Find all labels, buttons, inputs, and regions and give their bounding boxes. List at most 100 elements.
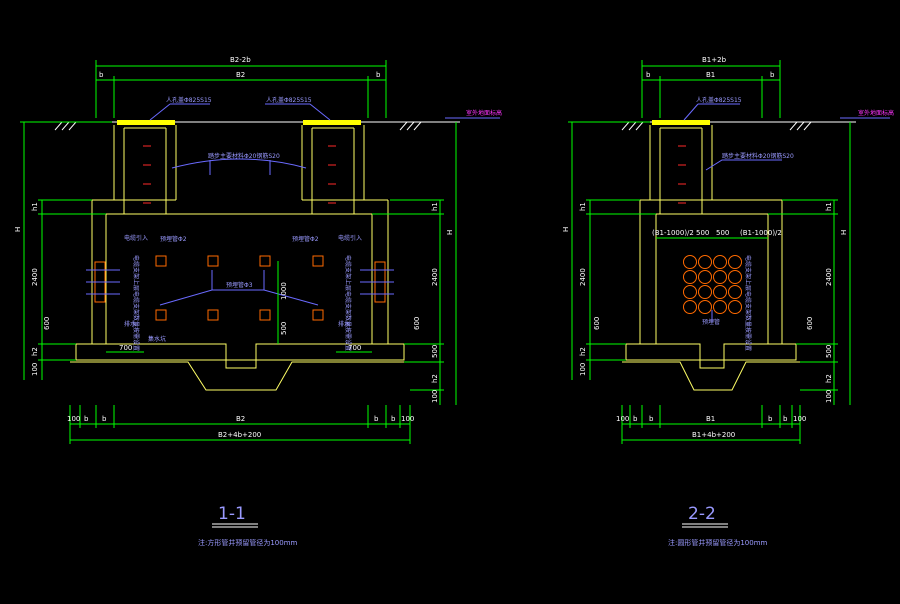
pipe-square <box>312 309 324 321</box>
dim-bottom-b-3: b <box>374 415 379 423</box>
cable-support-right <box>360 261 394 303</box>
ground-note-2: 室外地面标高 <box>858 109 894 117</box>
pipe-circle <box>713 300 727 314</box>
dim-ticks-2 <box>568 121 656 361</box>
dim-500-inner: 500 <box>280 322 288 335</box>
leader <box>309 103 331 121</box>
pipe-array-note: 预埋管 <box>702 318 720 326</box>
dim-ticks-bottom-2 <box>621 405 801 444</box>
dim-h2-2r: h2 <box>825 374 833 383</box>
dim-b2: B2 <box>236 71 245 79</box>
section-title-2-2: 2-2 <box>688 504 716 524</box>
dim-100-2: 100 <box>579 363 587 376</box>
dim-h1: h1 <box>31 202 39 211</box>
dim-bottom-b-1: b <box>84 415 89 423</box>
dim-100-2r: 100 <box>825 390 833 403</box>
pipe-circle <box>713 255 727 269</box>
bracket-left-note: 电缆支架上层电缆支架数量按需设置 <box>132 255 140 351</box>
dim-h: H <box>14 227 22 232</box>
manhole-cover-right <box>303 120 361 125</box>
pipe-center-note: 预埋管Φ3 <box>226 281 253 289</box>
pipe-circle <box>728 255 742 269</box>
drain-left-note: 排水 <box>124 320 136 328</box>
dim-h-2r: H <box>840 230 848 235</box>
dim-600: 600 <box>43 317 51 330</box>
dim-ticks-2r <box>768 199 838 391</box>
cable-right-note: 电缆引入 <box>338 234 362 242</box>
dim-ext-2 <box>641 60 781 118</box>
manhole-cover <box>652 120 710 125</box>
dim-b2-2b: B2-2b <box>230 56 251 64</box>
chamber-walls-2 <box>639 199 783 344</box>
pipe-circle <box>698 270 712 284</box>
dim-500-b: 500 <box>716 229 729 237</box>
dim-bottom-100-left-2: 100 <box>616 415 629 423</box>
dim-2400-2: 2400 <box>579 268 587 286</box>
shaft-right <box>301 125 365 214</box>
dim-bottom-b-4: b <box>391 415 396 423</box>
dim-h-right: H <box>446 230 454 235</box>
pipe-leader <box>159 270 319 306</box>
pipe-square <box>155 255 167 267</box>
dim-ticks <box>20 121 112 361</box>
pipe-right-note: 预埋管Φ2 <box>292 235 319 243</box>
dim-bottom-b-4-2: b <box>783 415 788 423</box>
dim-b1: B1 <box>706 71 715 79</box>
drain-right-note: 排水 <box>338 320 350 328</box>
ladder-note-2: 踏步主要材料Φ20钢筋S20 <box>722 152 794 160</box>
leader <box>149 103 171 121</box>
soil-hatch-2 <box>621 121 812 131</box>
dim-bottom-b-3-2: b <box>768 415 773 423</box>
dim-2400-right: 2400 <box>431 268 439 286</box>
ladder-left <box>143 145 151 204</box>
dim-100-right: 100 <box>431 390 439 403</box>
pipe-square <box>155 309 167 321</box>
pipe-circle <box>698 255 712 269</box>
section-subtitle-2-2: 注:圆形管井预留管径为100mm <box>668 538 768 547</box>
bracket-right-note: 电缆支架上层电缆支架数量按需设置 <box>344 255 352 351</box>
dim-500-2r: 500 <box>825 345 833 358</box>
shaft-2 <box>649 125 713 214</box>
chamber-floor <box>75 343 405 369</box>
section-1-1: B2-2b B2 b b 室外地面标高 人孔盖Φ825S15 人孔盖Φ825S1… <box>14 56 502 547</box>
sump-note: 集水坑 <box>148 335 166 343</box>
dim-500-right: 500 <box>431 345 439 358</box>
dim-bottom-b2: B2 <box>236 415 245 423</box>
dim-b-right: b <box>376 71 381 79</box>
pipe-left-note: 预埋管Φ2 <box>160 235 187 243</box>
section-subtitle-1-1: 注:方形管井预留管径为100mm <box>198 538 298 547</box>
manhole-cover-left <box>117 120 175 125</box>
pipe-square <box>207 309 219 321</box>
dim-ticks-right <box>372 199 444 391</box>
chamber-walls <box>91 199 389 344</box>
dim-b-right-2: b <box>770 71 775 79</box>
pipe-circle <box>683 255 697 269</box>
dim-h1-2: h1 <box>579 202 587 211</box>
dim-2400: 2400 <box>31 268 39 286</box>
dim-500-a: 500 <box>696 229 709 237</box>
pipe-group <box>155 255 324 321</box>
pipe-square <box>259 255 271 267</box>
dim-bottom-100-right: 100 <box>401 415 414 423</box>
dim-100: 100 <box>31 363 39 376</box>
pipe-circle <box>728 270 742 284</box>
dim-700-right: 700 <box>348 344 361 352</box>
dim-bottom-b-1-2: b <box>633 415 638 423</box>
cable-note-2: 电缆支架上层电缆支架数量按需设置 <box>744 255 752 351</box>
dim-bottom-100-left: 100 <box>67 415 80 423</box>
ladder-leader-2 <box>705 159 782 171</box>
pipe-circle <box>713 270 727 284</box>
pipe-circle <box>698 285 712 299</box>
pipe-circle <box>728 285 742 299</box>
dim-2400-2r: 2400 <box>825 268 833 286</box>
base-slab-2 <box>622 361 800 391</box>
dim-h2-right: h2 <box>431 374 439 383</box>
dim-left-half: (B1-1000)/2 <box>652 229 694 237</box>
dim-h2: h2 <box>31 347 39 356</box>
dim-bottom-total-2: B1+4b+200 <box>692 431 735 439</box>
dim-bottom-b-2-2: b <box>649 415 654 423</box>
dim-600-2r: 600 <box>806 317 814 330</box>
pipe-circle <box>683 270 697 284</box>
cable-left-note: 电缆引入 <box>124 234 148 242</box>
